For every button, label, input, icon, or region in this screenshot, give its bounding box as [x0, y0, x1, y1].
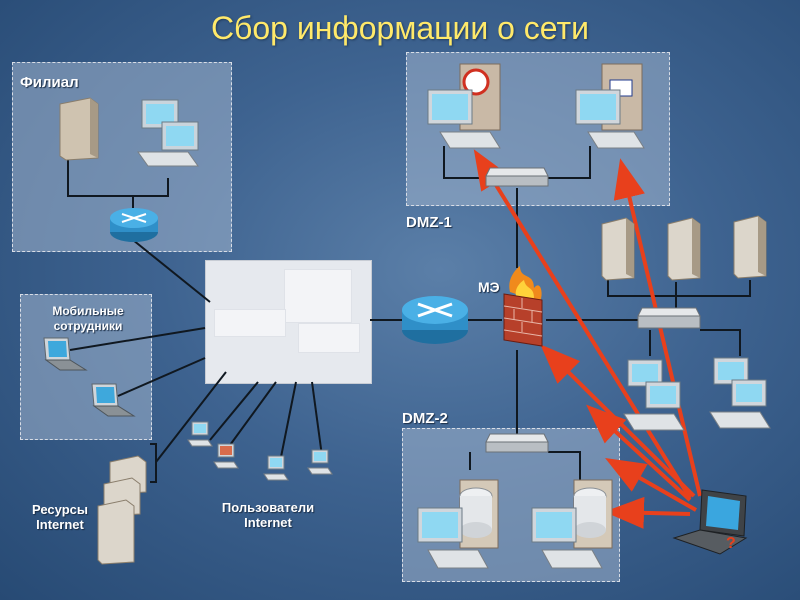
zone-mobile-label: Мобильные сотрудники [52, 304, 124, 333]
switch-icon [637, 307, 701, 329]
workstation-icon [623, 359, 685, 431]
zone-dmz1-label: DMZ-1 [406, 214, 452, 231]
firewall-icon [503, 266, 543, 347]
server-icon [601, 217, 635, 281]
workstation-icon [213, 443, 239, 469]
workstation-icon [307, 449, 333, 475]
switch-icon [485, 167, 549, 187]
zone-filial-label: Филиал [20, 74, 79, 91]
internet-resources-label: Ресурсы Internet [32, 502, 88, 532]
router-icon [110, 208, 158, 242]
workstation-icon [427, 63, 501, 149]
internet-cloud [205, 260, 372, 384]
workstation-icon [187, 421, 213, 447]
laptop-icon [43, 337, 88, 371]
workstation-icon [137, 99, 199, 167]
router-icon [402, 296, 468, 344]
page-title: Сбор информации о сети [210, 10, 590, 46]
svg-text:?: ? [726, 535, 736, 552]
workstation-icon [709, 357, 771, 429]
workstation-icon [263, 455, 289, 481]
server-icon [59, 97, 99, 161]
switch-icon [485, 433, 549, 453]
workstation-icon [531, 479, 613, 569]
workstation-icon [417, 479, 499, 569]
firewall-label: МЭ [478, 279, 500, 295]
laptop-icon [91, 383, 136, 417]
internet-users-label: Пользователи Internet [221, 500, 315, 530]
zone-dmz2-label: DMZ-2 [402, 410, 448, 427]
server-icon [97, 455, 147, 565]
server-icon [733, 215, 767, 279]
server-icon [667, 217, 701, 281]
workstation-icon [575, 63, 645, 149]
attacker-laptop-icon: ? [672, 489, 748, 555]
